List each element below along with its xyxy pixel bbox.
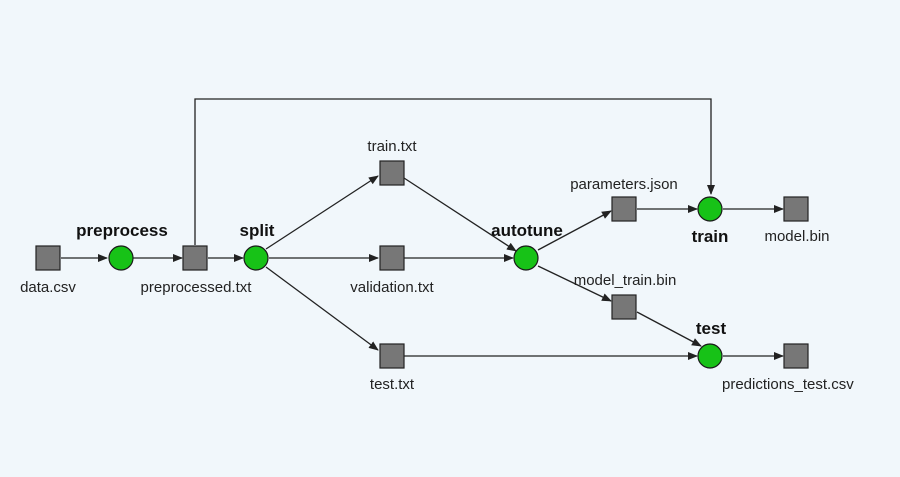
label-preprocessed-txt: preprocessed.txt xyxy=(141,279,253,296)
file-nodes xyxy=(35,160,809,369)
edge-preprocessed-to-train xyxy=(194,98,715,245)
edge-model-train-bin-to-test xyxy=(636,311,702,347)
step-node-preprocess[interactable] xyxy=(108,245,134,271)
label-test-txt: test.txt xyxy=(370,376,415,393)
label-parameters-json: parameters.json xyxy=(570,176,678,193)
label-step-train: train xyxy=(692,227,729,246)
edge-autotune-to-parameters xyxy=(537,210,612,251)
file-node-model-train-bin[interactable] xyxy=(611,294,637,320)
file-node-train-txt[interactable] xyxy=(379,160,405,186)
label-data-csv: data.csv xyxy=(20,279,76,296)
label-train-txt: train.txt xyxy=(367,138,417,155)
step-node-train[interactable] xyxy=(697,196,723,222)
label-step-autotune: autotune xyxy=(491,221,563,240)
label-validation-txt: validation.txt xyxy=(350,279,434,296)
step-nodes xyxy=(108,196,723,369)
file-node-validation-txt[interactable] xyxy=(379,245,405,271)
step-node-split[interactable] xyxy=(243,245,269,271)
edge-split-to-test-txt xyxy=(265,266,379,351)
file-node-test-txt[interactable] xyxy=(379,343,405,369)
label-step-split: split xyxy=(240,221,275,240)
file-labels: data.csv preprocessed.txt train.txt vali… xyxy=(20,138,854,393)
label-step-preprocess: preprocess xyxy=(76,221,168,240)
file-node-parameters-json[interactable] xyxy=(611,196,637,222)
edge-autotune-to-model-train-bin xyxy=(537,265,612,302)
label-model-bin: model.bin xyxy=(764,228,829,245)
file-node-data-csv[interactable] xyxy=(35,245,61,271)
file-node-predictions-test-csv[interactable] xyxy=(783,343,809,369)
step-labels: preprocess split autotune train test xyxy=(76,221,728,338)
label-model-train-bin: model_train.bin xyxy=(574,272,677,289)
edge-train-txt-to-autotune xyxy=(403,177,517,252)
step-node-autotune[interactable] xyxy=(513,245,539,271)
label-step-test: test xyxy=(696,319,727,338)
label-predictions-test-csv: predictions_test.csv xyxy=(722,376,854,393)
edge-split-to-train-txt xyxy=(265,175,379,250)
step-node-test[interactable] xyxy=(697,343,723,369)
file-node-model-bin[interactable] xyxy=(783,196,809,222)
file-node-preprocessed-txt[interactable] xyxy=(182,245,208,271)
edges xyxy=(61,98,784,360)
